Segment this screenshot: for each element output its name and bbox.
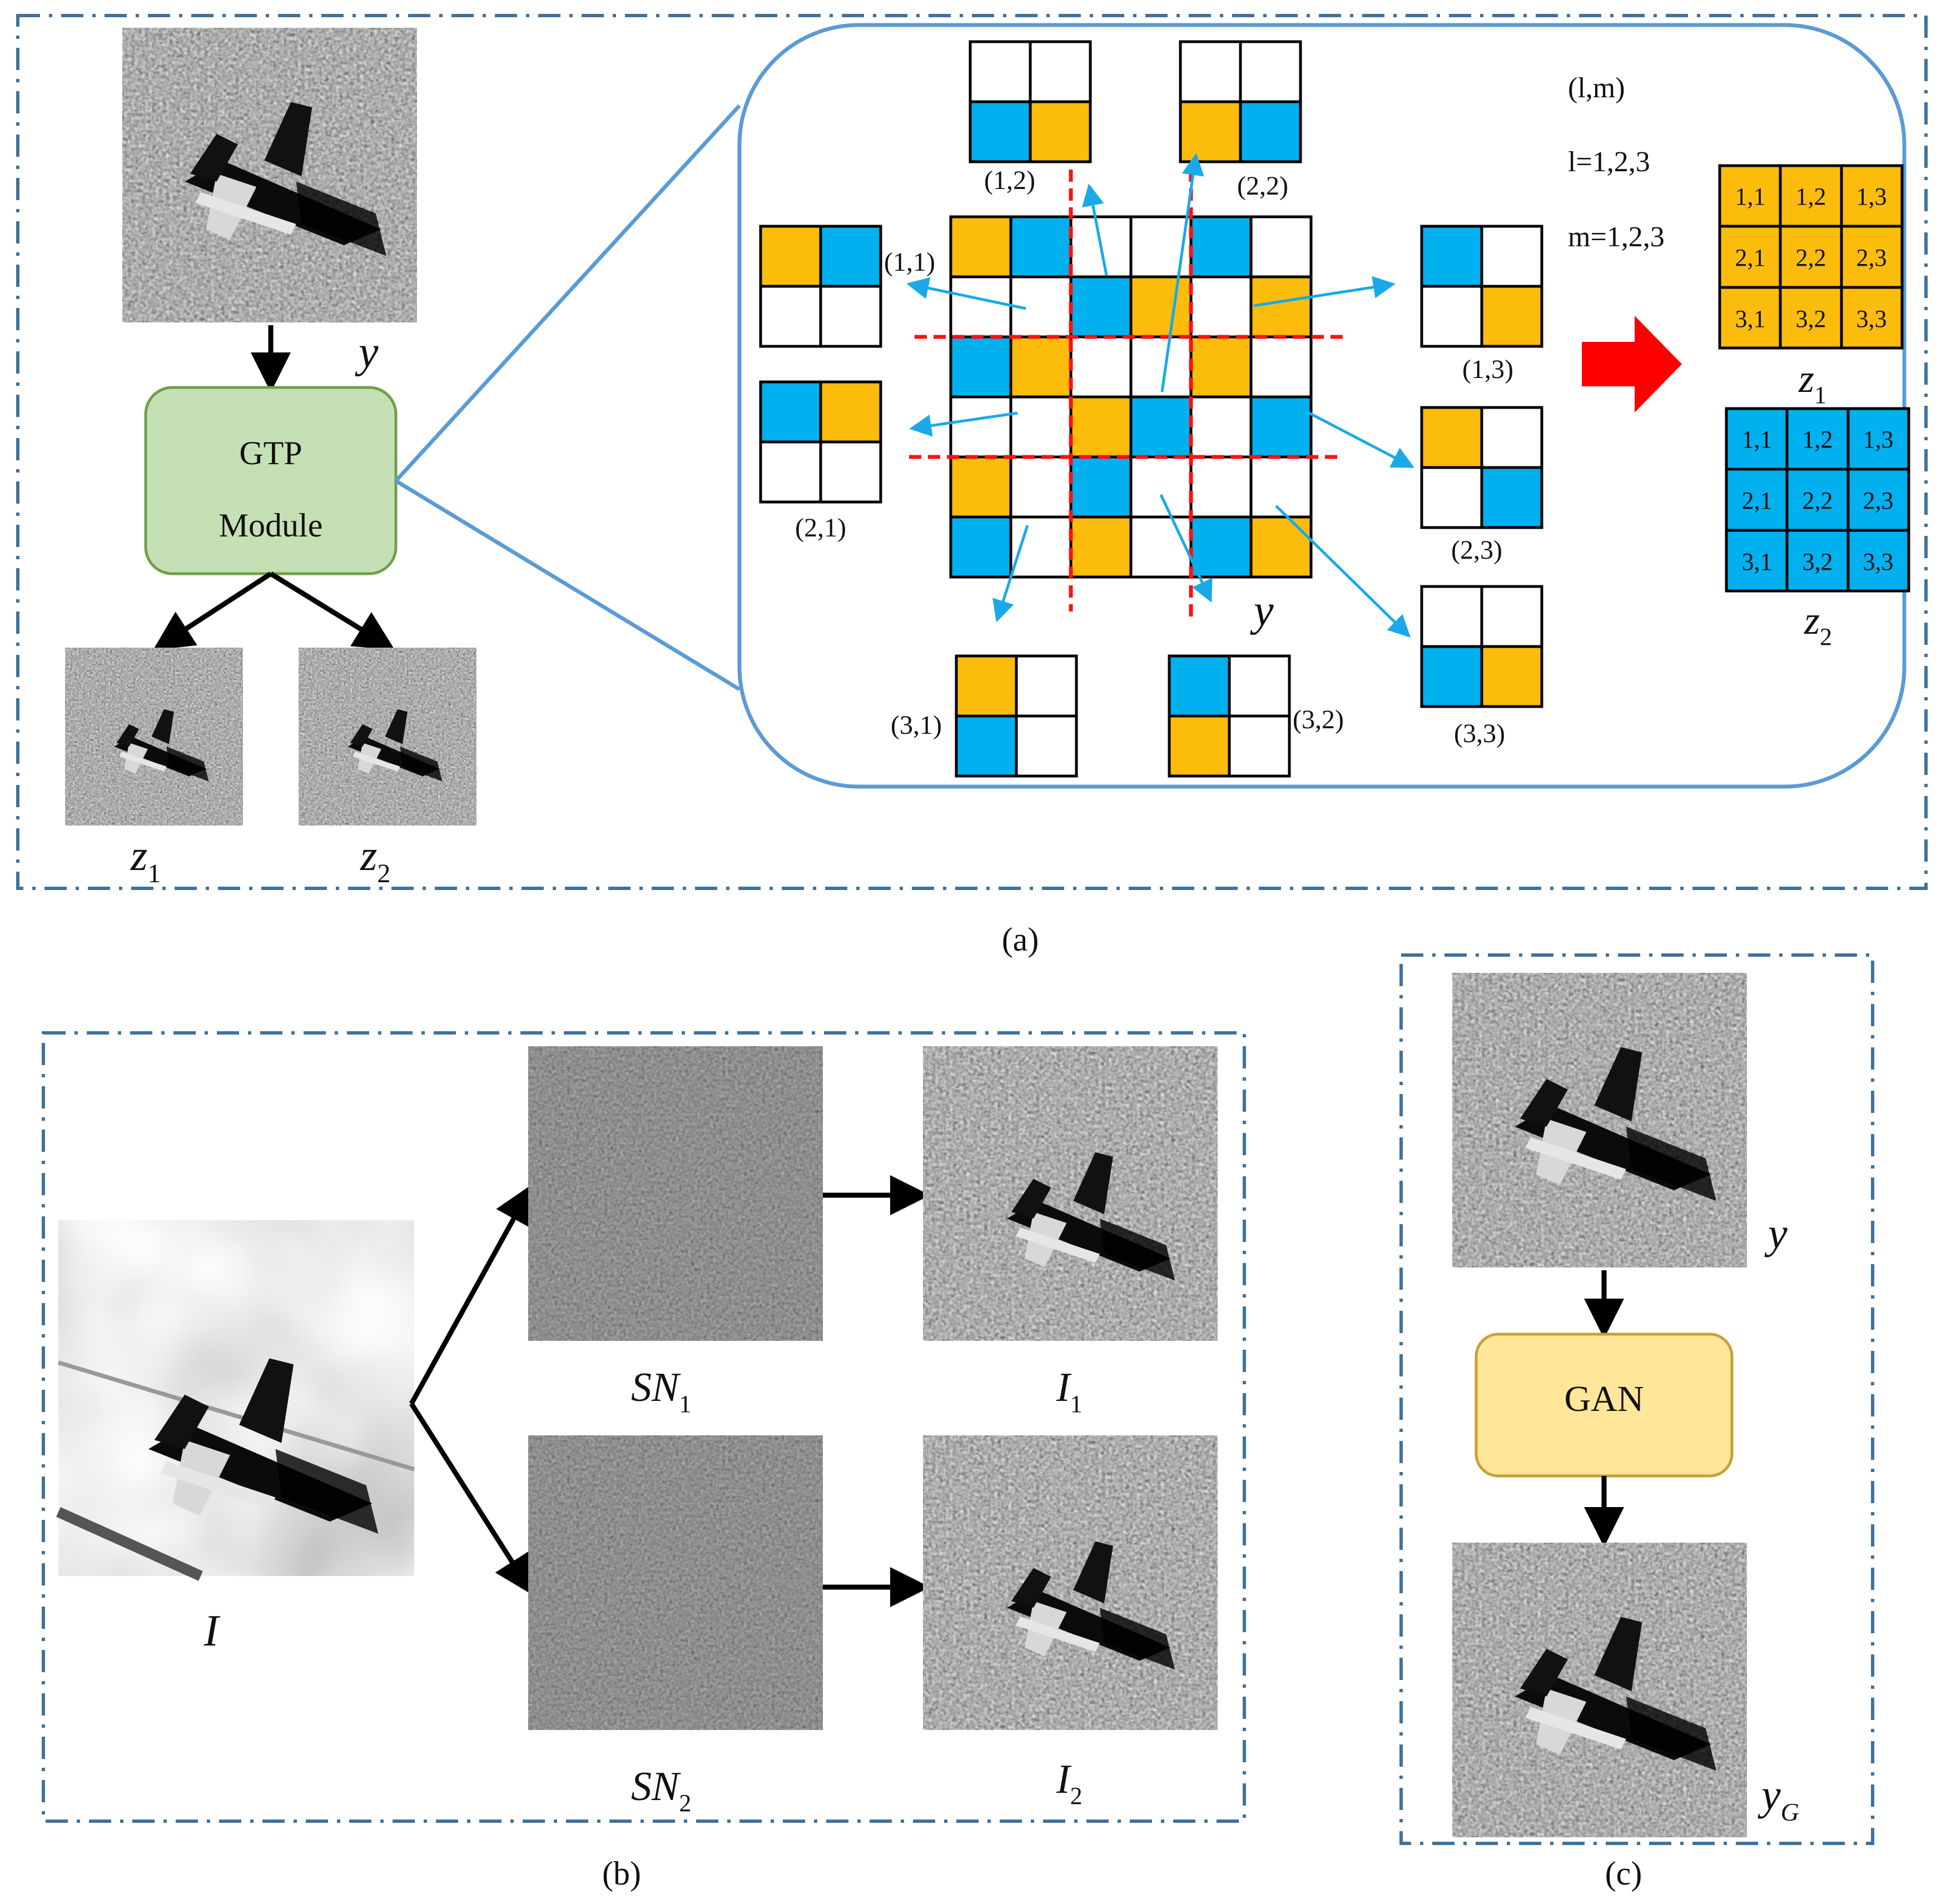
speckle-noise-sn2 [528, 1435, 823, 1730]
sub-image-2-3 [1420, 406, 1543, 529]
sub-label-3-1: (3,1) [891, 710, 942, 740]
input-sar-image-y [122, 28, 417, 322]
red-dashed-partition [909, 170, 1343, 617]
generated-sar-image-yG [1452, 1543, 1747, 1837]
z1-grid-label: z1 [1798, 356, 1826, 409]
sub-label-3-3: (3,3) [1454, 719, 1505, 748]
index-note-line3: m=1,2,3 [1568, 221, 1665, 253]
sub-image-3-3 [1420, 585, 1543, 708]
gan-module-label: GAN [1565, 1379, 1644, 1419]
sub-label-3-2: (3,2) [1293, 705, 1344, 734]
output-label-z1: z1 [130, 831, 161, 888]
gtp-module-box [144, 386, 398, 575]
i2-label: I2 [1056, 1757, 1083, 1809]
input-sar-image-y-c [1452, 973, 1747, 1267]
panel-b: I SN1 SN2 I1 I2 [42, 1031, 1246, 1823]
clean-image-I [56, 1220, 415, 1581]
gtp-module-line2: Module [219, 507, 323, 544]
sub-image-1-2 [969, 40, 1092, 163]
sub-image-3-1 [955, 654, 1078, 778]
sub-image-3-2 [1168, 654, 1291, 778]
noisy-image-I2 [923, 1435, 1218, 1730]
panel-c-frame [1399, 953, 1874, 1845]
index-note-line1: (l,m) [1568, 72, 1625, 104]
z2-cell: 1,2 [1803, 426, 1833, 453]
sn2-label: SN2 [631, 1764, 691, 1817]
index-note-line2: l=1,2,3 [1568, 146, 1650, 178]
input-label-y: y [355, 328, 379, 377]
z1-cell: 1,2 [1796, 183, 1826, 210]
output-sar-image-z2 [299, 648, 476, 826]
z2-index-grid: 1,1 1,2 1,3 2,1 2,2 2,3 3,1 3,2 3,3 [1725, 407, 1910, 593]
sub-label-1-2: (1,2) [984, 166, 1035, 195]
z2-cell: 3,1 [1742, 548, 1773, 575]
sub-label-2-3: (2,3) [1451, 535, 1502, 565]
z1-cell: 3,2 [1796, 305, 1826, 332]
z1-cell: 1,3 [1856, 183, 1887, 210]
z1-cell: 3,3 [1856, 305, 1887, 332]
output-sar-image-z1 [65, 648, 243, 826]
z1-cell: 2,3 [1856, 244, 1887, 271]
z1-cell: 1,1 [1735, 183, 1766, 210]
z2-cell: 1,3 [1863, 426, 1894, 453]
sub-label-2-1: (2,1) [795, 513, 846, 543]
output-label-z2: z2 [360, 831, 390, 888]
z2-cell: 2,3 [1863, 487, 1894, 514]
sub-label-2-2: (2,2) [1237, 171, 1288, 201]
checker-grid-y [909, 170, 1343, 617]
caption-a: (a) [1002, 921, 1039, 958]
sub-label-1-1: (1,1) [884, 247, 935, 277]
z1-cell: 3,1 [1735, 305, 1766, 332]
sub-label-1-3: (1,3) [1462, 355, 1513, 384]
z1-index-grid: 1,1 1,2 1,3 2,1 2,2 2,3 3,1 3,2 3,3 [1718, 164, 1904, 350]
z2-grid-label: z2 [1804, 598, 1832, 650]
caption-c: (c) [1605, 1855, 1642, 1892]
sn1-label: SN1 [631, 1365, 691, 1418]
arrow-gtp-to-z2 [269, 571, 395, 650]
sub-image-1-1 [759, 225, 882, 348]
grid-cells [951, 217, 1311, 577]
sub-image-1-3 [1420, 225, 1543, 348]
z2-cell: 3,2 [1803, 548, 1833, 575]
panel-a: y GTP Module z1 z2 [16, 14, 1928, 890]
i1-label: I1 [1056, 1365, 1083, 1418]
grid-label-y: y [1250, 586, 1274, 635]
noisy-image-I1 [923, 1046, 1218, 1341]
speckle-noise-sn1 [528, 1046, 823, 1341]
clean-image-label: I [203, 1607, 221, 1656]
arrow-I-to-sn2 [409, 1402, 534, 1596]
output-label-yG: yG [1758, 1771, 1799, 1826]
callout-box [737, 23, 1907, 789]
sub-image-2-1 [759, 380, 882, 504]
panel-c: y GAN yG [1399, 953, 1874, 1845]
callout-line-bottom [395, 479, 741, 691]
z2-cell: 2,2 [1803, 487, 1833, 514]
panel-a-frame [16, 14, 1928, 890]
arrow-I-to-sn1 [409, 1184, 533, 1405]
arrow-gtp-to-z1 [152, 571, 272, 650]
z1-cell: 2,1 [1735, 244, 1766, 271]
sub-image-2-2 [1179, 40, 1302, 163]
callout-line-top [394, 104, 741, 483]
z1-cell: 2,2 [1796, 244, 1826, 271]
z2-cell: 1,1 [1742, 426, 1773, 453]
z2-cell: 2,1 [1742, 487, 1773, 514]
z2-cell: 3,3 [1863, 548, 1894, 575]
cyan-arrows [906, 153, 1414, 638]
input-label-y-c: y [1764, 1209, 1788, 1257]
caption-b: (b) [602, 1855, 641, 1892]
gtp-module-line1: GTP [239, 435, 302, 471]
red-arrow-icon [1582, 316, 1682, 412]
panel-b-frame [42, 1031, 1246, 1823]
